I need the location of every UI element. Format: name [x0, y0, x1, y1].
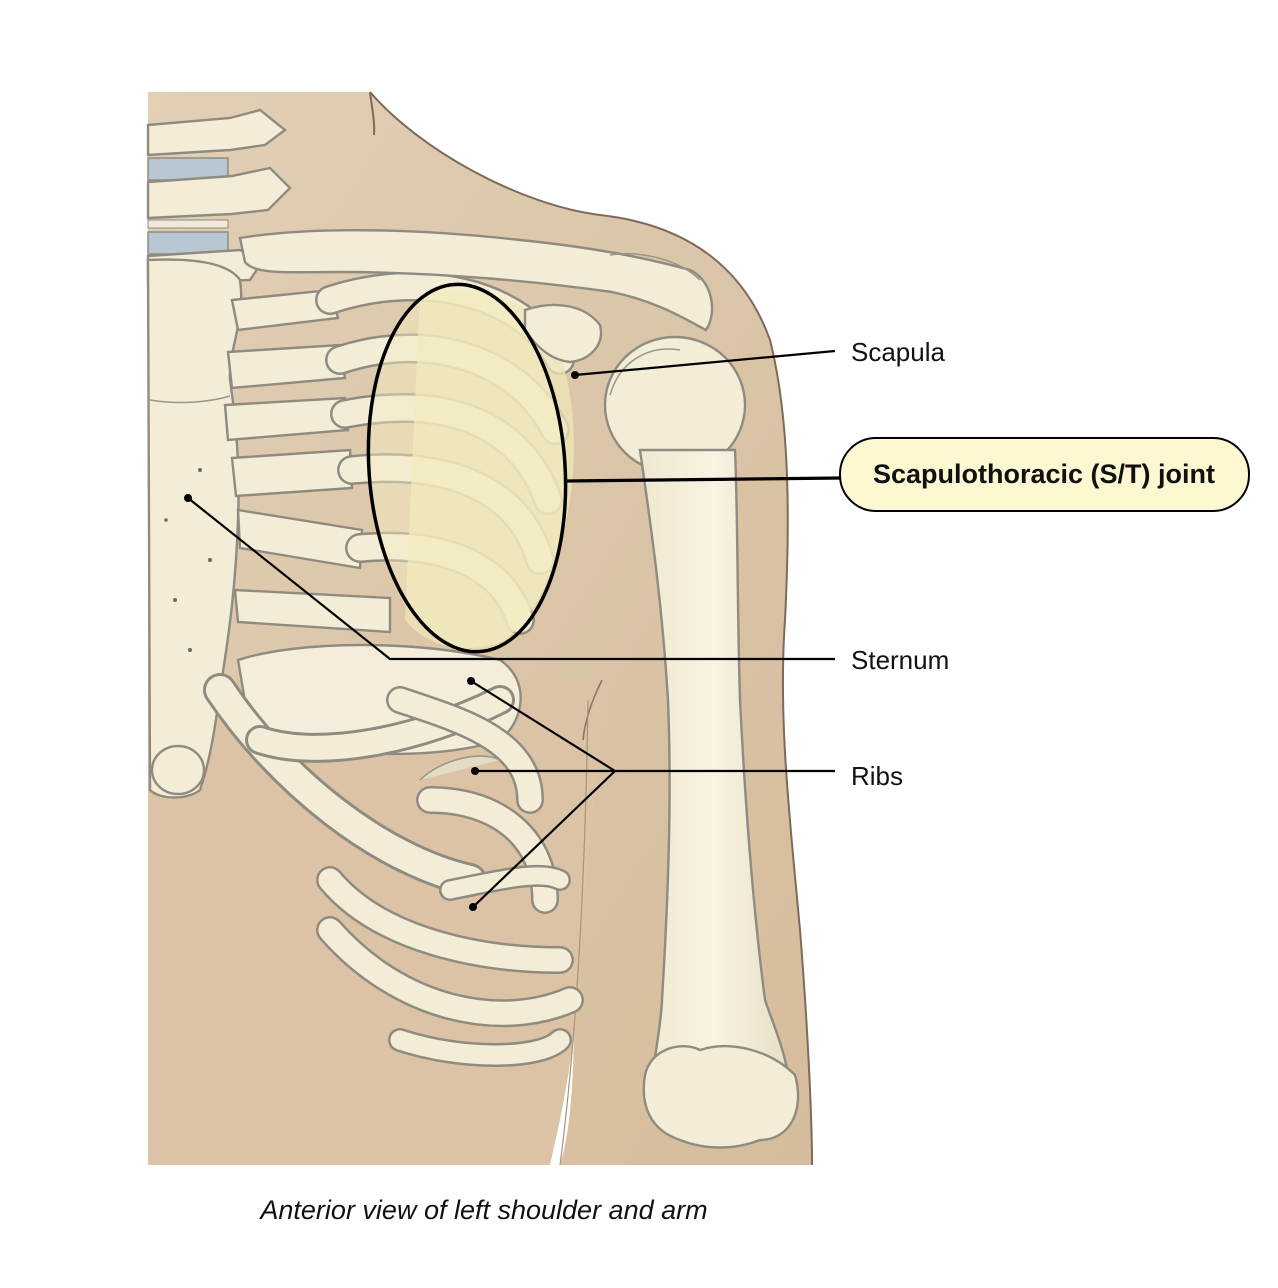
- scapula-leader-dot: [571, 371, 579, 379]
- ribs-leader-dot-lower: [469, 903, 477, 911]
- ribs-leader-lower: [472, 770, 616, 908]
- leader-lines: [184, 349, 842, 911]
- humerus: [603, 335, 800, 1149]
- figure-caption: Anterior view of left shoulder and arm: [258, 1195, 707, 1225]
- label-scapula: Scapula: [851, 337, 945, 367]
- ribs-leader-upper: [470, 680, 616, 772]
- scapula-leader: [574, 349, 836, 377]
- label-sternum: Sternum: [851, 645, 949, 675]
- st-joint-leader: [565, 476, 842, 483]
- sternum-leader-dot: [184, 494, 192, 502]
- clavicle: [238, 228, 714, 332]
- scapula-bone: [405, 291, 603, 649]
- st-joint-outline: [366, 282, 568, 654]
- label-st-joint: Scapulothoracic (S/T) joint: [873, 459, 1215, 489]
- ribs-leader-dot-upper: [467, 677, 475, 685]
- sternum-leader: [187, 497, 835, 661]
- label-ribs: Ribs: [851, 761, 903, 791]
- ribs-leader-dot-middle: [471, 767, 479, 775]
- st-joint-label-box: Scapulothoracic (S/T) joint: [839, 437, 1250, 512]
